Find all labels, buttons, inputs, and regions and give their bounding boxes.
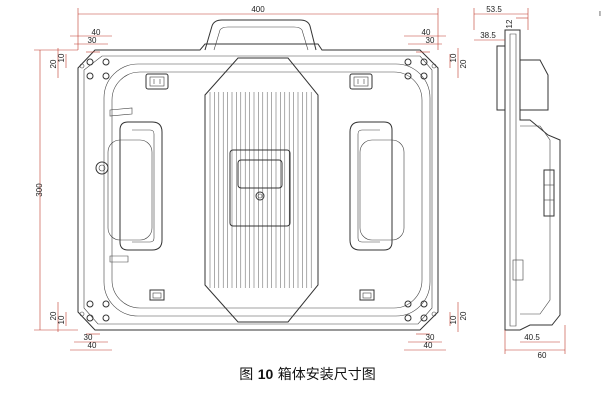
module-knob xyxy=(255,191,265,201)
side-handle-left xyxy=(107,121,163,251)
top-handle xyxy=(204,19,317,51)
side-bottom-total: 60 xyxy=(538,351,547,360)
corner-br-side: 20 xyxy=(459,311,468,320)
heatsink-fins xyxy=(209,92,312,288)
figure-caption: 图 10 箱体安装尺寸图 xyxy=(0,364,615,384)
side-latch xyxy=(543,169,555,217)
figure-title: 箱体安装尺寸图 xyxy=(277,367,376,383)
corner-bl-outer: 40 xyxy=(88,341,97,350)
rear-panel xyxy=(103,63,431,317)
figure-label: 图 xyxy=(239,367,254,383)
corner-tl-inner: 10 xyxy=(57,53,66,62)
corner-dims-bottom-right: 40 30 10 20 xyxy=(404,302,468,351)
corner-dims-top-left: 40 30 10 20 xyxy=(49,28,112,78)
side-dims-bottom: 40.5 60 xyxy=(504,325,566,360)
corner-dims-top-right: 40 30 10 20 xyxy=(404,28,468,78)
power-socket-right xyxy=(349,73,373,90)
side-view: I 53.5 12 38.5 40.5 60 xyxy=(473,5,601,360)
power-socket-left xyxy=(145,73,169,90)
side-handle-right xyxy=(349,121,405,251)
corner-dims-bottom-left: 40 30 10 20 xyxy=(49,302,112,351)
width-label: 400 xyxy=(251,5,265,14)
control-module xyxy=(229,149,291,227)
heatsink xyxy=(204,57,319,323)
corner-tr-side: 20 xyxy=(459,59,468,68)
fitting-knob xyxy=(95,161,109,175)
height-dimension: 300 xyxy=(34,49,78,331)
side-bottom-depth: 40.5 xyxy=(524,333,540,342)
cabinet-installation-drawing: 400 300 40 30 10 20 40 xyxy=(34,5,601,360)
rj45-port-left xyxy=(149,289,165,301)
latch-bottom xyxy=(109,255,129,263)
figure-number: 10 xyxy=(257,366,274,382)
corner-bl-side: 20 xyxy=(49,311,58,320)
corner-br-mid: 30 xyxy=(426,333,435,342)
corner-bl-mid: 30 xyxy=(84,333,93,342)
side-top-offset: 38.5 xyxy=(480,31,496,40)
corner-tl-side: 20 xyxy=(49,59,58,68)
front-view: 400 300 40 30 10 20 40 xyxy=(34,5,468,351)
side-top-depth: 53.5 xyxy=(486,5,502,14)
rj45-port-right xyxy=(359,289,375,301)
side-rear-section xyxy=(519,59,549,111)
mounting-holes xyxy=(79,58,437,322)
side-dims-top: 53.5 12 38.5 xyxy=(473,5,529,41)
latch-top xyxy=(109,107,133,117)
corner-br-inner: 10 xyxy=(449,315,458,324)
side-bracket-top xyxy=(496,45,506,111)
width-dimension: 400 xyxy=(77,5,439,50)
corner-tl-outer: 40 xyxy=(92,28,101,37)
corner-bl-inner: 10 xyxy=(57,315,66,324)
corner-tr-mid: 30 xyxy=(426,36,435,45)
corner-tr-outer: 40 xyxy=(422,28,431,37)
side-profile xyxy=(504,29,561,331)
corner-tr-inner: 10 xyxy=(449,53,458,62)
corner-tl-mid: 30 xyxy=(88,36,97,45)
side-top-small: 12 xyxy=(505,19,514,28)
cabinet-outline xyxy=(77,43,439,331)
corner-br-outer: 40 xyxy=(424,341,433,350)
status-display xyxy=(237,159,283,189)
cabinet-inner-outline xyxy=(83,55,433,325)
height-label: 300 xyxy=(35,183,44,197)
corner-mark: I xyxy=(599,11,601,18)
